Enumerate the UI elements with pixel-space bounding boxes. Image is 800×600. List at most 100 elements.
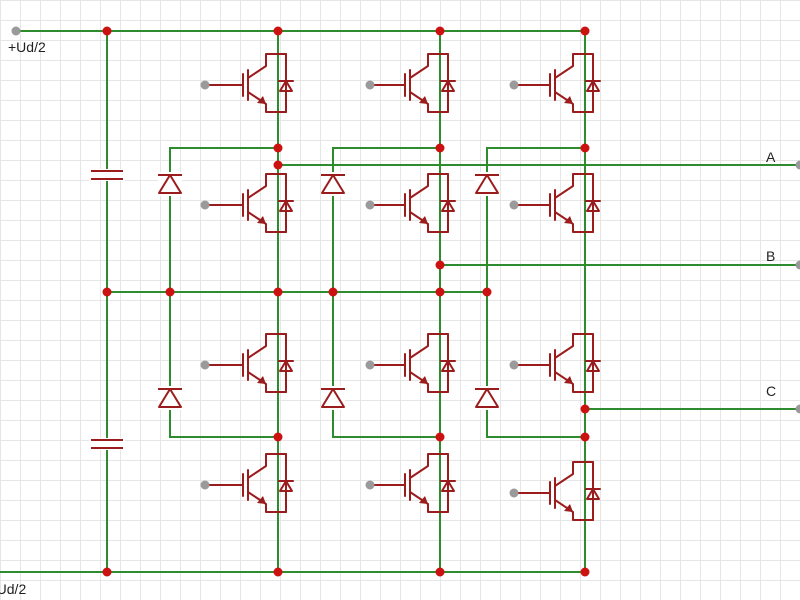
igbt-collector [554,173,586,199]
clamp-diode [475,386,499,410]
antiparallel-diode [441,80,455,92]
positive-rail-label: +Ud/2 [8,39,46,55]
gate-terminal[interactable] [509,360,519,370]
antiparallel-diode [279,200,293,212]
igbt-emitter [409,491,441,513]
igbt-emitter [247,491,279,513]
junction-node [482,287,492,297]
igbt-collector [409,333,441,359]
igbt-emitter [247,371,279,393]
positive-rail-terminal[interactable] [11,26,21,36]
igbt-collector [409,53,441,79]
gate-terminal[interactable] [200,360,210,370]
igbt-emitter-arrow [419,496,428,504]
junction-node [165,287,175,297]
junction-node [273,26,283,36]
igbt-transistor [369,310,456,400]
igbt-emitter [554,499,586,521]
igbt-emitter-arrow [419,376,428,384]
junction-node [273,432,283,442]
igbt-transistor [204,310,294,400]
clamp-diode [321,172,345,196]
igbt-emitter [409,91,441,113]
igbt-transistor [369,30,456,120]
antiparallel-diode [586,488,600,500]
gate-terminal[interactable] [509,488,519,498]
gate-terminal[interactable] [365,200,375,210]
igbt-emitter-arrow [564,216,573,224]
igbt-emitter-arrow [257,216,266,224]
igbt-collector [409,453,441,479]
output-b-label: B [766,248,775,264]
antiparallel-diode [586,80,600,92]
gate-terminal[interactable] [509,80,519,90]
gate-terminal[interactable] [200,80,210,90]
igbt-transistor [513,438,601,528]
diode-triangle [475,174,499,194]
igbt-emitter-arrow [564,504,573,512]
junction-node [435,287,445,297]
igbt-emitter-arrow [419,96,428,104]
antiparallel-diode [586,360,600,372]
antiparallel-diode [279,360,293,372]
gate-terminal[interactable] [200,200,210,210]
gate-terminal[interactable] [509,200,519,210]
igbt-emitter [409,211,441,233]
igbt-transistor [513,30,601,120]
junction-node [580,26,590,36]
output-b-terminal[interactable] [795,260,800,270]
gate-terminal[interactable] [365,80,375,90]
output-c-label: C [766,383,776,399]
igbt-transistor [204,430,294,520]
junction-node [435,567,445,577]
gate-terminal[interactable] [200,480,210,490]
capacitor [89,438,125,450]
junction-node [580,404,590,414]
junction-node [273,160,283,170]
igbt-collector [247,173,279,199]
antiparallel-diode [441,480,455,492]
junction-node [328,287,338,297]
diode-triangle [475,388,499,408]
junction-node [273,287,283,297]
diode-triangle [321,174,345,194]
igbt-emitter [554,211,586,233]
negative-rail-label: -Ud/2 [0,581,26,597]
antiparallel-diode [279,80,293,92]
igbt-emitter-arrow [257,96,266,104]
diode-triangle [158,388,182,408]
junction-node [580,567,590,577]
junction-node [273,567,283,577]
igbt-collector [409,173,441,199]
antiparallel-diode [279,480,293,492]
junction-node [273,143,283,153]
antiparallel-diode [441,360,455,372]
igbt-emitter-arrow [419,216,428,224]
diode-triangle [321,388,345,408]
igbt-emitter [247,91,279,113]
gate-terminal[interactable] [365,360,375,370]
igbt-emitter [554,371,586,393]
output-c-terminal[interactable] [795,404,800,414]
output-a-terminal[interactable] [795,160,800,170]
clamp-diode [321,386,345,410]
gate-terminal[interactable] [365,480,375,490]
clamp-diode [475,172,499,196]
igbt-emitter [247,211,279,233]
junction-node [435,432,445,442]
igbt-collector [554,461,586,487]
igbt-transistor [204,150,294,240]
junction-node [435,143,445,153]
igbt-emitter [409,371,441,393]
igbt-collector [247,453,279,479]
igbt-emitter [554,91,586,113]
junction-node [580,432,590,442]
junction-node [102,26,112,36]
igbt-emitter-arrow [564,96,573,104]
igbt-emitter-arrow [564,376,573,384]
clamp-diode [158,172,182,196]
igbt-collector [247,333,279,359]
clamp-diode [158,386,182,410]
